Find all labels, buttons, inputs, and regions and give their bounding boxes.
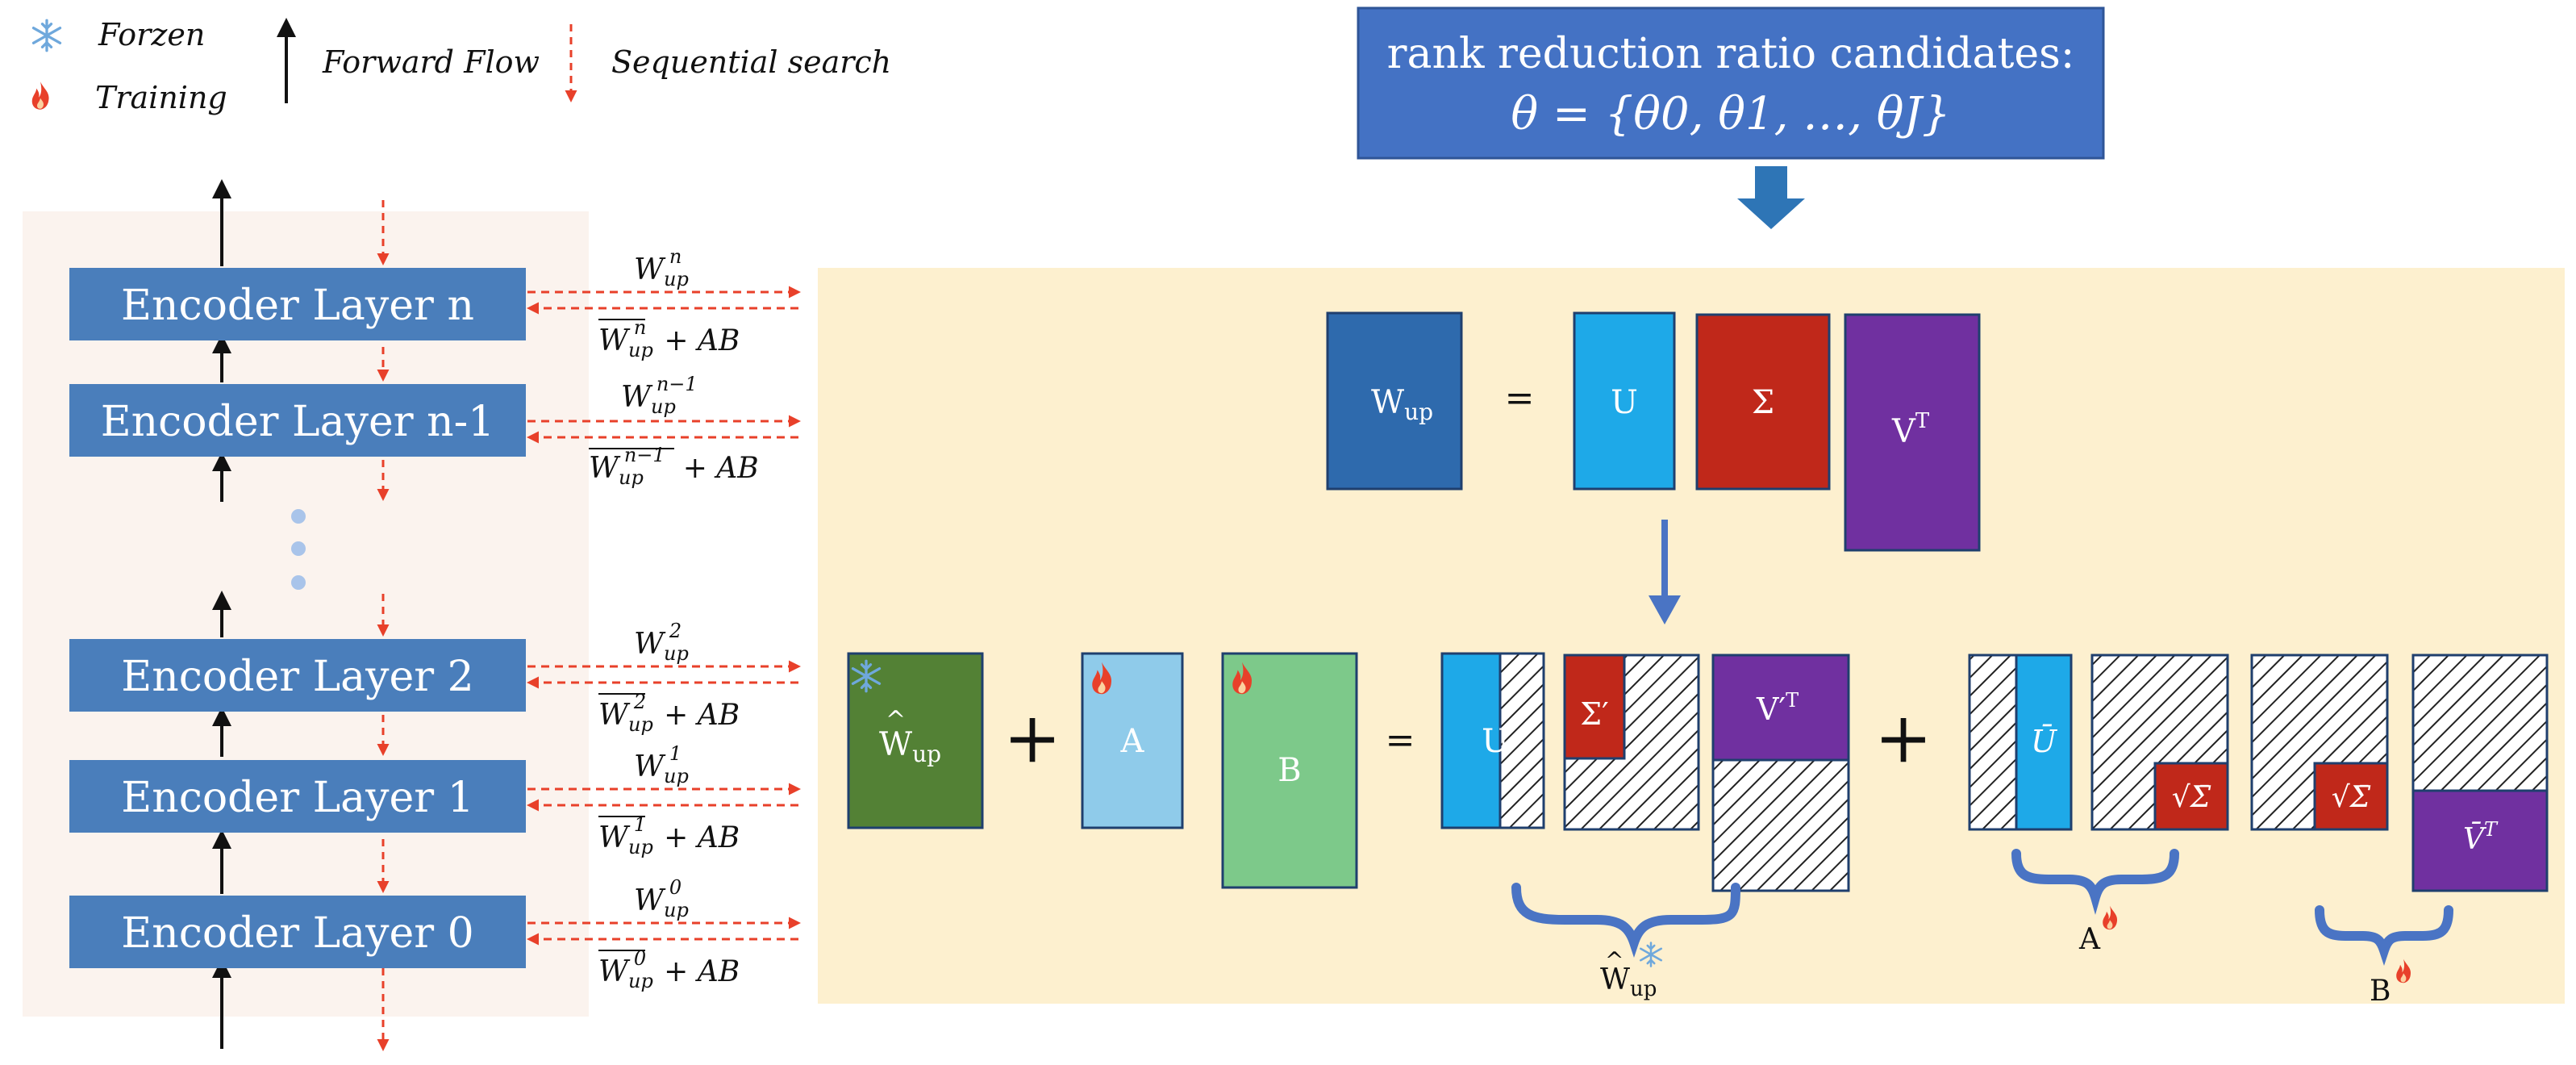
w-up-label: Wup1	[634, 742, 689, 787]
svg-text:^: ^	[1605, 947, 1624, 974]
equals-sign: =	[1386, 720, 1415, 761]
legend-forward-label: Forward Flow	[322, 44, 540, 80]
legend-sequential-label: Sequential search	[611, 44, 891, 80]
w-hat-plus-ab-label: Wup2+ AB	[598, 691, 740, 736]
sigma-prime-label: Σ′	[1580, 696, 1609, 732]
encoder-layer-label: Encoder Layer n-1	[101, 398, 495, 446]
a-brace	[2011, 849, 2179, 915]
layer-weight-labels: Wupn Wupn+ AB Wupn−1 Wupn−1+ AB Wup2 Wup…	[589, 245, 759, 992]
encoder-layer-label: Encoder Layer n	[121, 282, 474, 330]
legend-training-label: Training	[95, 80, 227, 115]
u-matrix-label: U	[1611, 384, 1638, 421]
w-up-matrix-label: Wup	[1371, 384, 1433, 425]
w-hat-brace-label: Wup	[1600, 963, 1657, 1001]
encoder-layer-n-1: Encoder Layer n-1	[69, 384, 526, 457]
u-kept-block	[1440, 652, 1502, 829]
b-brace	[2315, 905, 2453, 966]
encoder-layer-2: Encoder Layer 2	[69, 639, 526, 712]
a-matrix-label: A	[1120, 723, 1145, 760]
sigma-prime-block	[1563, 654, 1626, 760]
w-hat-plus-ab-label: Wup0+ AB	[598, 947, 740, 992]
plus-sign: +	[1874, 698, 1932, 779]
b-matrix-label: B	[1278, 752, 1301, 789]
encoder-layer-1: Encoder Layer 1	[69, 760, 526, 833]
sqrt-sigma-a-block	[2153, 762, 2229, 831]
u-kept-label: U	[1482, 723, 1509, 760]
v-prime-block	[1711, 654, 1850, 762]
w-hat-plus-ab-label: Wupn−1+ AB	[589, 444, 759, 489]
candidates-title: rank reduction ratio candidates:	[1387, 30, 2075, 78]
a-brace-label: A	[2078, 923, 2101, 956]
candidates-box: rank reduction ratio candidates: θ = {θ0…	[1357, 6, 2105, 160]
w-hat-plus-ab-label: Wup1+ AB	[598, 813, 740, 858]
equals-sign: =	[1505, 378, 1535, 419]
sqrt-sigma-b-label: √Σ̄	[2332, 781, 2371, 814]
v-transpose-matrix	[1844, 313, 1981, 552]
v-bar-label: V̄T	[2463, 818, 2499, 856]
encoder-panel	[23, 211, 589, 1017]
candidates-formula: θ = {θ0, θ1, …, θJ}	[1511, 88, 1950, 140]
encoder-layer-0: Encoder Layer 0	[69, 896, 526, 968]
v-prime-label: V′T	[1756, 689, 1799, 727]
decomposition-panel	[818, 268, 2565, 1004]
encoder-layer-label: Encoder Layer 2	[121, 653, 473, 701]
svd-row: Wup = U Σ VT	[1326, 311, 1981, 552]
sqrt-sigma-b-block	[2313, 762, 2389, 831]
plus-sign: +	[1003, 698, 1061, 779]
w-up-label: Wupn−1	[621, 373, 698, 418]
braces	[1511, 849, 2453, 966]
u-bar-block	[2015, 654, 2073, 831]
sqrt-sigma-a-label: √Σ̄	[2172, 781, 2211, 814]
svg-text:^: ^	[886, 706, 906, 734]
w-up-label: Wup0	[634, 876, 689, 921]
encoder-layer-n: Encoder Layer n	[69, 268, 526, 340]
w-up-matrix	[1326, 311, 1463, 491]
w-hat-brace	[1511, 883, 1740, 958]
u-bar-label: Ū	[2031, 724, 2058, 759]
arrow-head-icon	[1649, 595, 1681, 624]
encoder-layer-label: Encoder Layer 1	[121, 774, 473, 822]
w-hat-matrix-label: Wup	[879, 726, 941, 767]
b-brace-label: B	[2370, 975, 2391, 1008]
encoder-layer-label: Encoder Layer 0	[121, 909, 473, 958]
brace-labels: Wup ^ A B	[1600, 905, 2411, 1008]
w-hat-plus-ab-label: Wupn+ AB	[598, 316, 740, 361]
u-matrix	[1573, 311, 1676, 491]
legend: Forzen Training Forward Flow Sequential …	[31, 17, 891, 115]
decomposition-row: Wup ^ + A B = U Σ′ V′T + Ū √Σ̄	[847, 652, 2549, 892]
layer-exchange-arrows	[527, 286, 801, 946]
sigma-matrix	[1695, 313, 1831, 491]
ellipsis-dot	[291, 575, 306, 590]
w-up-label: Wupn	[634, 245, 689, 290]
v-transpose-label: VT	[1891, 409, 1930, 450]
w-up-label: Wup2	[634, 620, 689, 665]
ellipsis-dot	[291, 541, 306, 556]
snowflake-icon	[31, 19, 62, 52]
ellipsis-dot	[291, 509, 306, 524]
legend-frozen-label: Forzen	[98, 17, 205, 52]
w-hat-matrix	[847, 652, 984, 829]
sigma-matrix-label: Σ	[1752, 384, 1774, 421]
down-arrow-icon	[1737, 166, 1805, 229]
flame-icon	[31, 81, 49, 110]
v-bar-block	[2411, 789, 2549, 892]
